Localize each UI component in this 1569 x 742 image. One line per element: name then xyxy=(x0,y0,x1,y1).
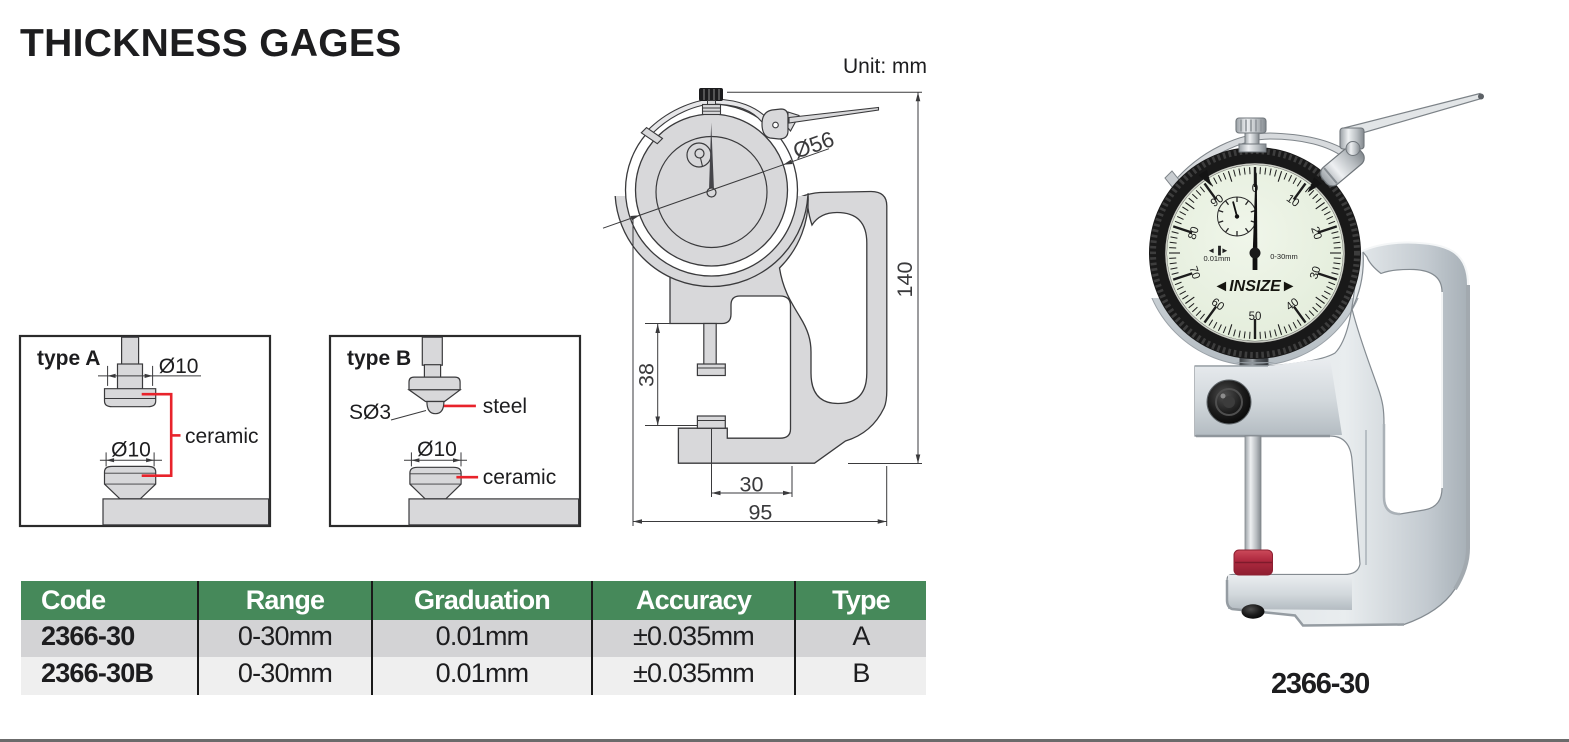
svg-text:0-30mm: 0-30mm xyxy=(1270,252,1298,261)
svg-text:50: 50 xyxy=(1249,311,1262,323)
svg-text:Ø10: Ø10 xyxy=(417,438,457,461)
svg-text:70: 70 xyxy=(1186,265,1201,281)
svg-text:ceramic: ceramic xyxy=(483,466,557,489)
svg-text:◄▐►: ◄▐► xyxy=(1207,245,1229,256)
svg-text:95: 95 xyxy=(748,501,772,525)
svg-text:type B: type B xyxy=(347,347,411,370)
svg-text:0.01mm: 0.01mm xyxy=(1203,254,1230,263)
svg-text:38: 38 xyxy=(635,363,659,387)
svg-text:Ø10: Ø10 xyxy=(159,355,199,378)
svg-text:ceramic: ceramic xyxy=(185,425,259,448)
svg-text:20: 20 xyxy=(1308,225,1323,241)
svg-text:steel: steel xyxy=(483,395,527,418)
svg-text:30: 30 xyxy=(740,473,764,497)
svg-text:30: 30 xyxy=(1308,265,1323,281)
svg-text:140: 140 xyxy=(893,262,917,298)
svg-text:SØ3: SØ3 xyxy=(349,401,391,424)
svg-text:Ø10: Ø10 xyxy=(111,439,151,462)
svg-text:type A: type A xyxy=(37,347,100,370)
svg-text:80: 80 xyxy=(1186,225,1201,241)
svg-text:Ø56: Ø56 xyxy=(790,126,838,163)
svg-text:◄INSIZE►: ◄INSIZE► xyxy=(1213,278,1296,295)
